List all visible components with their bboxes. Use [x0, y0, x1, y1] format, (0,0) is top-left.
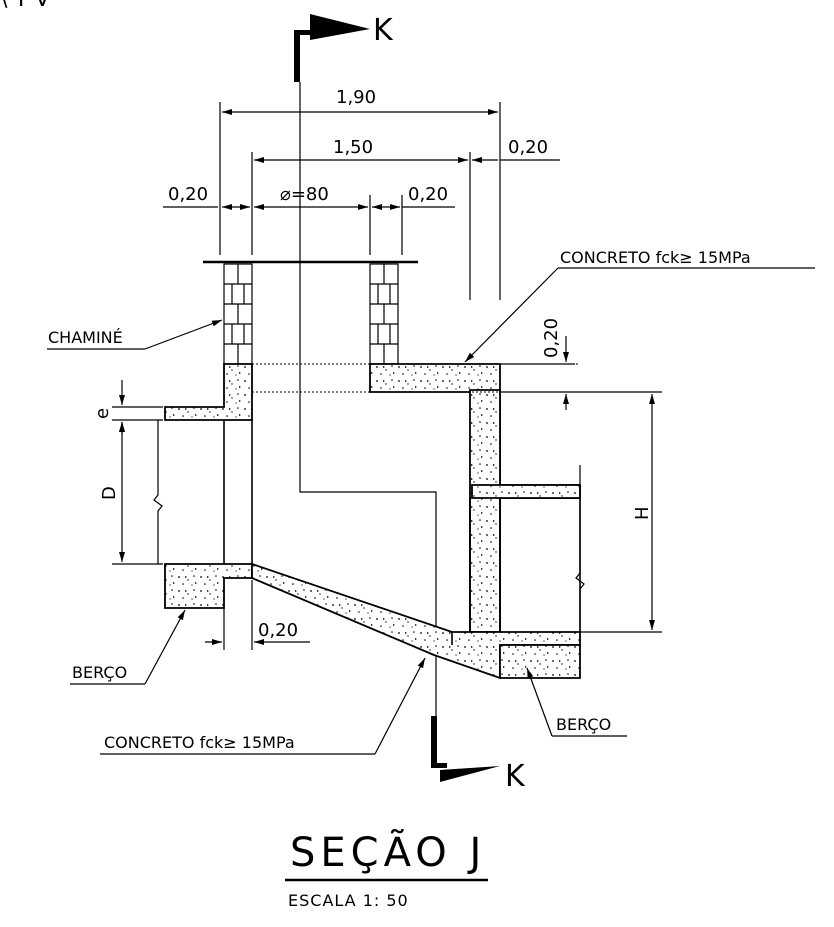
- dimension-inner-width: 1,50 0,20: [251, 137, 560, 300]
- label-concrete-bottom-text: CONCRETO fck≥ 15MPa: [104, 733, 295, 752]
- dim-diameter: ⌀=80: [280, 184, 329, 205]
- dim-left-wall: 0,20: [168, 184, 208, 205]
- pipe-lines: [223, 363, 581, 645]
- dim-right-wall: 0,20: [508, 137, 548, 158]
- label-chimney-text: CHAMINÉ: [48, 328, 123, 347]
- label-concrete-bottom: CONCRETO fck≥ 15MPa: [100, 657, 426, 755]
- section-title: SEÇÃO J: [290, 828, 486, 876]
- dim-invert-offset: 0,20: [258, 620, 298, 641]
- dim-slab-thickness: 0,20: [541, 318, 562, 358]
- dim-inner-width: 1,50: [333, 137, 373, 158]
- section-marker-top-label: K: [373, 13, 394, 48]
- label-berco-right: BERÇO: [526, 667, 627, 737]
- label-berco-left-text: BERÇO: [72, 663, 127, 682]
- dimension-bottom-offset: 0,20: [205, 580, 310, 650]
- section-marker-top: K: [294, 13, 394, 82]
- dimension-total-width: 1,90: [219, 87, 501, 300]
- section-marker-bottom-label: K: [505, 759, 526, 794]
- dim-chimney-wall: 0,20: [408, 184, 448, 205]
- title-block: SEÇÃO J ESCALA 1: 50: [285, 828, 488, 910]
- label-concrete-top-text: CONCRETO fck≥ 15MPa: [560, 248, 751, 267]
- label-berco-right-text: BERÇO: [556, 715, 611, 734]
- section-marker-bottom: K: [431, 716, 526, 794]
- label-berco-left: BERÇO: [70, 609, 186, 685]
- dim-D: D: [99, 486, 120, 500]
- label-concrete-top: CONCRETO fck≥ 15MPa: [464, 248, 815, 363]
- dimension-chimney: 0,20 ⌀=80 0,20: [163, 184, 455, 255]
- dimension-left-depth: e D: [92, 380, 163, 565]
- concrete-structure: [164, 363, 581, 680]
- dimension-right-height: 0,20 H: [500, 318, 662, 633]
- dim-total-width: 1,90: [336, 87, 376, 108]
- dim-e: e: [92, 408, 113, 419]
- dim-H: H: [632, 506, 653, 520]
- label-chimney: CHAMINÉ: [47, 319, 223, 350]
- section-cut-line: [299, 82, 437, 716]
- chimney: [203, 260, 418, 365]
- section-scale: ESCALA 1: 50: [288, 891, 409, 910]
- top-fragment: \ T V: [0, 0, 50, 12]
